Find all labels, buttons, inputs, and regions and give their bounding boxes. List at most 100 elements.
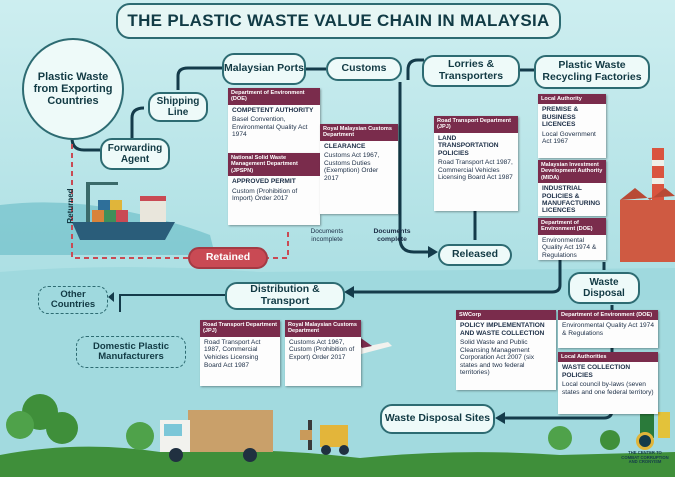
card-swcorp: SWCorp POLICY IMPLEMENTATION AND WASTE C… bbox=[456, 310, 556, 390]
card-title: INDUSTRIAL POLICIES & MANUFACTURING LICE… bbox=[542, 185, 601, 215]
node-source: Plastic Waste from Exporting Countries bbox=[22, 38, 124, 140]
c4-logo: THE CENTER TO COMBAT CORRUPTION AND CRON… bbox=[620, 432, 670, 474]
card-header: Road Transport Department (JPJ) bbox=[434, 116, 518, 133]
trees-illustration bbox=[6, 394, 620, 450]
card-body: Road Transport Act 1987, Commercial Vehi… bbox=[204, 338, 261, 369]
node-retained-label: Retained bbox=[205, 251, 251, 264]
node-other-countries: Other Countries bbox=[38, 286, 108, 314]
card-body: Solid Waste and Public Cleansing Managem… bbox=[460, 339, 535, 377]
card-body: Environmental Quality Act 1974 & Regulat… bbox=[562, 322, 654, 337]
arrowhead-distribution bbox=[344, 286, 354, 298]
card-header: Department of Environment (DOE) bbox=[228, 88, 320, 105]
card-doe-ports: Department of Environment (DOE) COMPETEN… bbox=[228, 88, 320, 153]
c4-logo-text: THE CENTER TO COMBAT CORRUPTION AND CRON… bbox=[621, 450, 669, 465]
node-domestic-manufacturers: Domestic Plastic Manufacturers bbox=[76, 336, 186, 368]
node-released-label: Released bbox=[451, 248, 499, 261]
node-customs: Customs bbox=[326, 57, 402, 81]
node-distribution: Distribution & Transport bbox=[225, 282, 345, 310]
factory-illustration bbox=[620, 148, 675, 262]
label-returned-text: Returned bbox=[66, 188, 75, 224]
page-title: THE PLASTIC WASTE VALUE CHAIN IN MALAYSI… bbox=[116, 3, 561, 39]
card-body: Local council by-laws (seven states and … bbox=[562, 381, 654, 396]
card-body: Custom (Prohibition of Import) Order 201… bbox=[232, 187, 298, 203]
card-header: Local Authorities bbox=[558, 352, 658, 363]
card-body: Basel Convention, Environmental Quality … bbox=[232, 116, 308, 139]
node-source-label: Plastic Waste from Exporting Countries bbox=[33, 70, 113, 108]
card-body: Environmental Quality Act 1974 & Regulat… bbox=[542, 236, 597, 259]
truck-illustration bbox=[160, 410, 273, 462]
node-ports-label: Malaysian Ports bbox=[224, 62, 304, 75]
arrow-shipping-ports bbox=[176, 66, 222, 90]
node-lorries-label: Lorries & Transporters bbox=[438, 58, 504, 82]
card-title: LAND TRANSPORTATION POLICIES bbox=[438, 134, 499, 157]
arrowhead-sites bbox=[495, 412, 505, 424]
arrow-customs-released bbox=[398, 82, 428, 254]
bins-illustration bbox=[640, 408, 670, 438]
card-body: Road Transport Act 1987, Commercial Vehi… bbox=[438, 158, 513, 182]
arrowhead-released bbox=[428, 246, 438, 258]
card-header: Local Authority bbox=[538, 94, 606, 105]
node-customs-label: Customs bbox=[341, 62, 387, 75]
card-title: PREMISE & BUSINESS LICENCES bbox=[542, 106, 579, 129]
node-waste-disposal: Waste Disposal bbox=[568, 272, 640, 304]
arrowhead-other bbox=[108, 292, 114, 302]
card-header: Malaysian Investment Development Authori… bbox=[538, 160, 606, 184]
node-forwarding-label: Forwarding Agent bbox=[107, 143, 163, 165]
arrow-distribution-other bbox=[119, 294, 225, 312]
node-forwarding-agent: Forwarding Agent bbox=[100, 138, 170, 170]
arrow-docs-incomplete bbox=[268, 232, 289, 259]
arrow-returned bbox=[71, 112, 188, 259]
card-local-authority: Local Authority PREMISE & BUSINESS LICEN… bbox=[538, 94, 606, 158]
label-docs-incomplete-text: Documents incomplete bbox=[310, 228, 344, 243]
c4-logo-icon bbox=[636, 432, 654, 450]
card-title: WASTE COLLECTION POLICIES bbox=[562, 364, 631, 379]
card-jpj-top: Road Transport Department (JPJ) LAND TRA… bbox=[434, 116, 518, 211]
card-title: APPROVED PERMIT bbox=[232, 178, 296, 186]
card-body: Local Government Act 1967 bbox=[542, 130, 596, 146]
card-header: Department of Environment (DOE) bbox=[538, 218, 606, 235]
card-jpj-bottom: Road Transport Department (JPJ) Road Tra… bbox=[200, 320, 280, 386]
arrow-to-lorries bbox=[406, 58, 424, 80]
node-lorries: Lorries & Transporters bbox=[422, 55, 520, 87]
node-domestic-label: Domestic Plastic Manufacturers bbox=[92, 340, 170, 362]
node-factories: Plastic Waste Recycling Factories bbox=[534, 55, 650, 89]
card-local-authorities: Local Authorities WASTE COLLECTION POLIC… bbox=[558, 352, 658, 414]
node-shipping-line: Shipping Line bbox=[148, 92, 208, 122]
node-retained: Retained bbox=[188, 247, 268, 269]
card-customs-export: Royal Malaysian Customs Department Custo… bbox=[285, 320, 361, 386]
card-body: Customs Act 1967, Customs Duties (Exempt… bbox=[324, 152, 380, 182]
card-mida: Malaysian Investment Development Authori… bbox=[538, 160, 606, 216]
cargo-ship-illustration bbox=[72, 182, 175, 240]
node-sites-label: Waste Disposal Sites bbox=[384, 412, 491, 425]
card-header: SWCorp bbox=[456, 310, 556, 321]
card-title: COMPETENT AUTHORITY bbox=[232, 106, 314, 114]
node-shipping-label: Shipping Line bbox=[156, 96, 200, 118]
node-other-label: Other Countries bbox=[50, 288, 96, 310]
card-customs-clearance: Royal Malaysian Customs Department CLEAR… bbox=[320, 124, 398, 214]
forklift-illustration bbox=[300, 420, 349, 455]
arrow-forwarding-shipping bbox=[130, 106, 145, 138]
card-header: Road Transport Department (JPJ) bbox=[200, 320, 280, 337]
card-doe-disposal: Department of Environment (DOE) Environm… bbox=[558, 310, 658, 348]
label-docs-complete-text: Documents complete bbox=[373, 228, 411, 244]
card-doe-factory: Department of Environment (DOE) Environm… bbox=[538, 218, 606, 260]
card-title: CLEARANCE bbox=[324, 142, 366, 150]
card-header: Royal Malaysian Customs Department bbox=[320, 124, 398, 141]
label-docs-complete: Documents complete bbox=[370, 228, 414, 244]
grass bbox=[0, 446, 675, 477]
node-released: Released bbox=[438, 244, 512, 266]
node-disposal-label: Waste Disposal bbox=[583, 277, 625, 299]
node-malaysian-ports: Malaysian Ports bbox=[222, 53, 306, 85]
arrow-factories-distribution bbox=[354, 260, 562, 294]
label-returned: Returned bbox=[66, 186, 78, 226]
card-header: Department of Environment (DOE) bbox=[558, 310, 658, 321]
card-jpsm: National Solid Waste Management Departme… bbox=[228, 153, 320, 225]
card-body: Customs Act 1967, Custom (Prohibition of… bbox=[289, 338, 355, 361]
card-header: Royal Malaysian Customs Department bbox=[285, 320, 361, 337]
node-factories-label: Plastic Waste Recycling Factories bbox=[542, 59, 642, 83]
label-docs-incomplete: Documents incomplete bbox=[298, 228, 356, 244]
card-header: National Solid Waste Management Departme… bbox=[228, 153, 320, 177]
node-waste-disposal-sites: Waste Disposal Sites bbox=[380, 404, 495, 434]
node-distribution-label: Distribution & Transport bbox=[250, 283, 320, 307]
